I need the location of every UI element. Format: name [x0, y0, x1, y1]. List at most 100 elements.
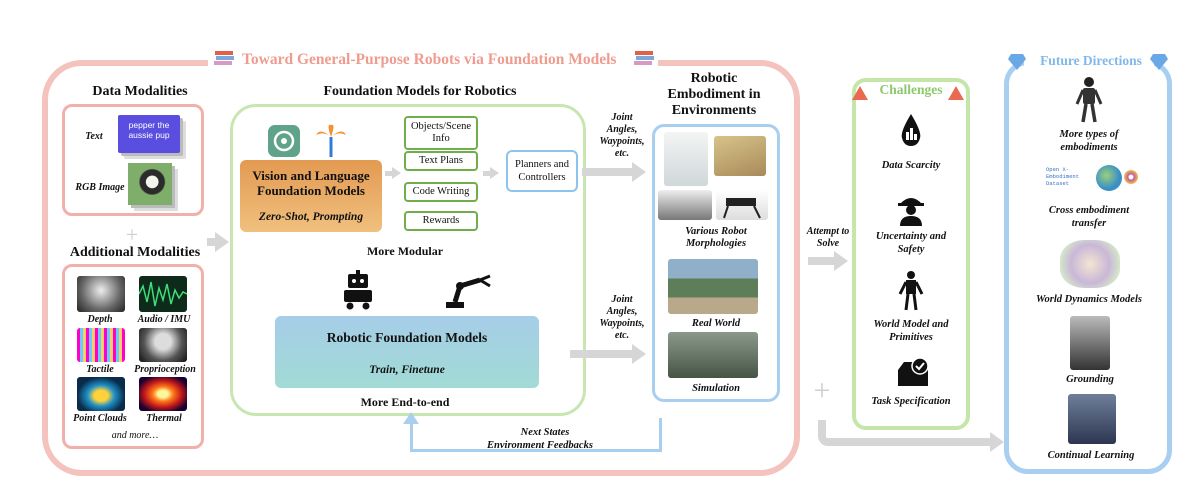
challenge-arrow-left: [852, 86, 868, 100]
diamond-icon: [1150, 54, 1168, 75]
dataset-ring-thumb: [1124, 170, 1138, 184]
output-chip: Objects/Scene Info: [404, 116, 478, 150]
robot-arm-icon: [442, 272, 494, 315]
embodiment-heading: Robotic Embodiment in Environments: [667, 71, 761, 118]
additional-modalities-heading: Additional Modalities: [69, 245, 201, 260]
chips-arrow: [483, 171, 491, 176]
grounding-thumb: [1070, 316, 1110, 370]
modality-label: Proprioception: [134, 364, 196, 375]
attempt-arrow: [808, 257, 836, 265]
plus-sign-bottom: +: [813, 374, 831, 407]
output-chip: Text Plans: [404, 151, 478, 171]
feedback-line2: Environment Feedbacks: [487, 440, 593, 451]
future-item: More types of embodiments: [1059, 129, 1119, 153]
various-label: Various Robot Morphologies: [685, 226, 747, 249]
diagram-title: Toward General-Purpose Robots via Founda…: [242, 51, 617, 68]
rgb-label: RGB Image: [75, 182, 125, 193]
vlm-arrow: [385, 171, 393, 176]
more-e2e-label: More End-to-end: [360, 395, 450, 409]
challenges-heading: Challenges: [879, 82, 943, 97]
top-output-arrowhead: [632, 162, 646, 182]
foundation-heading: Foundation Models for Robotics: [323, 84, 517, 99]
book-stack-icon: [634, 50, 656, 73]
and-more-label: and more…: [111, 430, 159, 441]
challenge-item: Uncertainty and Safety: [875, 231, 947, 255]
point-clouds-thumb: [77, 377, 125, 411]
data-modalities-heading: Data Modalities: [92, 84, 188, 99]
simulation-thumb: [668, 332, 758, 378]
dataset-caption: Open X-Embodiment Dataset: [1046, 166, 1080, 187]
bottom-output-arrow: [570, 350, 634, 358]
challenge-item: Task Specification: [871, 396, 951, 407]
continual-learning-thumb: [1068, 394, 1116, 444]
rfm-block: [275, 316, 539, 388]
modality-label: Point Clouds: [73, 413, 127, 424]
text-sample-card: [118, 115, 180, 153]
robot-gripper-thumb: [664, 132, 708, 186]
planners-box: [506, 150, 578, 192]
water-drop-icon: [898, 112, 924, 153]
inbox-check-icon: [896, 356, 930, 393]
bottom-output-arrowhead: [632, 344, 646, 364]
additional-modalities-box: [62, 264, 204, 449]
palm-icon: [316, 123, 346, 162]
future-item: Cross embodiment transfer: [1048, 205, 1130, 229]
title-bar: [208, 49, 658, 71]
plus-sign: +: [125, 222, 139, 247]
challenge-arrow-right: [948, 86, 964, 100]
feedback-arrowhead: [403, 412, 419, 424]
modality-label: Depth: [87, 314, 113, 325]
real-world-label: Real World: [691, 318, 741, 329]
planners-label: Planners and Controllers: [515, 159, 569, 183]
modality-label: Tactile: [86, 364, 114, 375]
depth-thumb: [77, 276, 125, 312]
proprioception-thumb: [139, 328, 187, 362]
text-label: Text: [85, 131, 103, 142]
more-modular-label: More Modular: [366, 244, 444, 258]
joint-label-top: Joint Angles, Waypoints, etc.: [599, 112, 645, 159]
robot-icon: [340, 270, 376, 315]
output-chip: Rewards: [404, 211, 478, 231]
simulation-label: Simulation: [692, 383, 740, 394]
feedback-line1: Next States: [520, 427, 570, 438]
attempt-arrowhead: [834, 251, 848, 271]
worker-icon: [896, 192, 926, 231]
attempt-label: Attempt to Solve: [806, 226, 850, 249]
humanoid-robot-thumb: [1074, 76, 1104, 129]
rgb-image-thumb: [128, 163, 172, 205]
modality-label: Thermal: [146, 413, 182, 424]
future-arrowhead: [990, 432, 1004, 452]
challenges-box: [852, 78, 970, 430]
data-modalities-box: [62, 104, 204, 216]
future-heading: Future Directions: [1040, 53, 1142, 68]
chatgpt-icon: [268, 125, 300, 162]
feedback-loop: [410, 418, 662, 452]
real-world-thumb: [668, 259, 758, 314]
future-item: Grounding: [1066, 374, 1114, 385]
challenge-item: World Model and Primitives: [873, 319, 949, 343]
vlm-block: [240, 160, 382, 232]
future-item: World Dynamics Models: [1036, 294, 1142, 305]
globe-thumb: [1096, 165, 1122, 191]
text-sample: pepper the aussie pup: [128, 120, 170, 140]
top-output-arrow: [582, 168, 634, 176]
chips-arrowhead: [490, 167, 499, 179]
future-item: Continual Learning: [1047, 450, 1135, 461]
humanoid-icon: [898, 270, 924, 317]
modality-label: Audio / IMU: [137, 314, 191, 325]
joint-label-bottom: Joint Angles, Waypoints, etc.: [599, 294, 645, 341]
input-arrow: [207, 238, 217, 246]
future-heading-bg: [1024, 50, 1154, 72]
diamond-icon: [1008, 54, 1026, 75]
input-arrowhead: [215, 232, 229, 252]
embodiment-box: [652, 124, 780, 402]
world-model-thumb: [1060, 240, 1120, 288]
rfm-title: Robotic Foundation Models: [326, 330, 488, 345]
vlm-title: Vision and Language Foundation Models: [252, 168, 370, 198]
book-stack-icon: [214, 50, 236, 73]
audio-thumb: [138, 276, 188, 312]
robot-arena-thumb: [714, 136, 766, 176]
challenge-item: Data Scarcity: [881, 160, 941, 171]
future-arrow-path: [818, 420, 994, 446]
quadruped-thumb: [716, 190, 768, 220]
